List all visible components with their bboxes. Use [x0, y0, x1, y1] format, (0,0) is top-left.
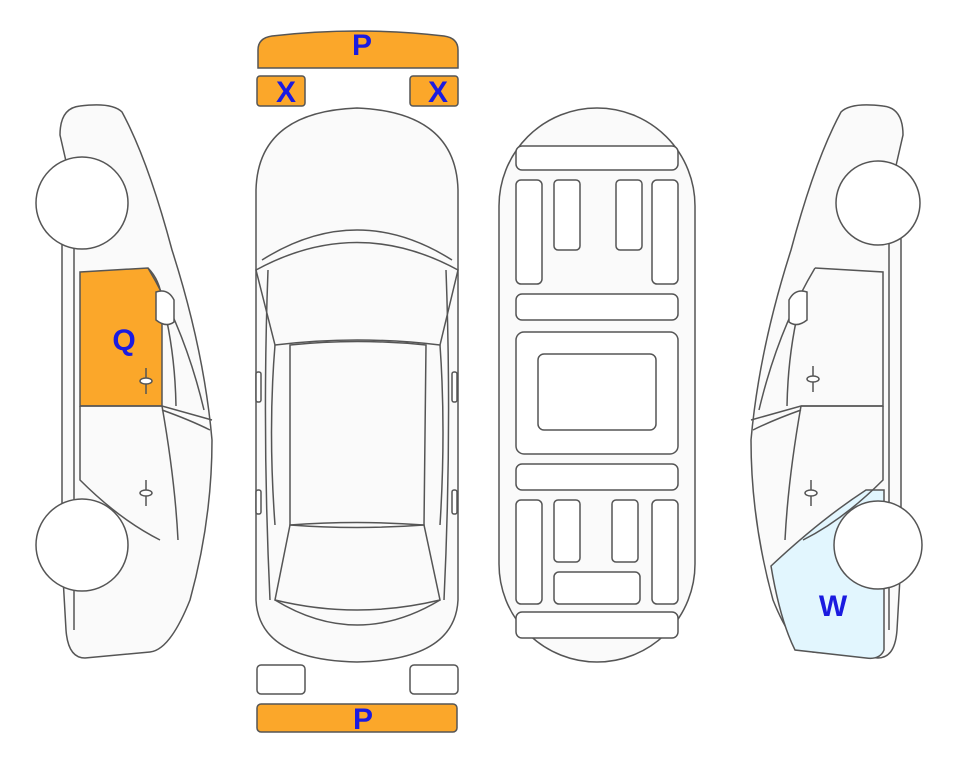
hood-line	[261, 229, 453, 261]
left-front-handle[interactable]	[139, 368, 153, 394]
top-view-windshield[interactable]	[255, 241, 459, 346]
underbody-front-bar	[515, 145, 679, 171]
right-rear-wheel[interactable]	[833, 500, 923, 590]
right-beltline	[752, 409, 802, 431]
underbody-rear-right-block	[611, 499, 639, 563]
rear-parts: P	[256, 664, 459, 736]
car-top-view	[255, 107, 459, 663]
right-rear-handle[interactable]	[804, 480, 818, 506]
left-rear-handle	[255, 489, 262, 515]
left-rear-wheel[interactable]	[35, 498, 129, 592]
underbody-center-panel	[537, 353, 657, 431]
left-lower-line	[161, 405, 179, 541]
right-rear-handle	[451, 489, 458, 515]
rear-left-light[interactable]	[256, 664, 306, 695]
front-bumper[interactable]	[257, 30, 459, 69]
underbody-rear-left-block	[553, 499, 581, 563]
left-rear-door-edge	[79, 406, 161, 541]
front-bumper-label: P	[352, 29, 372, 62]
underbody-front-right-block	[615, 179, 643, 251]
right-rear-door-edge	[802, 406, 884, 541]
top-view-body[interactable]	[255, 107, 459, 663]
left-front-wheel[interactable]	[35, 156, 129, 250]
underbody-front-left-block	[553, 179, 581, 251]
rear-right-light[interactable]	[409, 664, 459, 695]
right-front-wheel[interactable]	[835, 160, 921, 246]
front-right-light-label: X	[428, 76, 448, 109]
underbody-front-right-rail	[651, 179, 679, 285]
right-mirror-shape[interactable]	[788, 290, 808, 326]
rear-bumper[interactable]	[256, 703, 458, 733]
right-windshield-line	[758, 267, 816, 411]
front-left-light[interactable]	[256, 75, 306, 107]
car-right-side-view: W	[750, 104, 923, 660]
left-mirror[interactable]	[255, 371, 262, 403]
underbody-cross-bar-1	[515, 293, 679, 321]
underbody-rear-box	[553, 571, 641, 605]
car-underbody-view	[498, 107, 696, 663]
right-lower-line	[784, 405, 802, 541]
underbody-rear-right-rail	[651, 499, 679, 605]
left-mirror-shape[interactable]	[155, 290, 175, 326]
left-rear-handle[interactable]	[139, 480, 153, 506]
left-beltline	[161, 409, 211, 431]
front-right-light[interactable]	[409, 75, 459, 107]
left-side-line	[264, 269, 271, 601]
underbody-cross-bar-2	[515, 463, 679, 491]
underbody-front-left-rail	[515, 179, 543, 285]
trunk-line	[274, 599, 441, 626]
left-windshield-line	[147, 267, 205, 411]
underbody-rear-left-rail	[515, 499, 543, 605]
front-left-light-label: X	[276, 76, 296, 109]
right-front-handle[interactable]	[806, 366, 820, 392]
left-door-line	[270, 344, 276, 526]
car-left-side-view: Q	[35, 104, 213, 659]
rear-bumper-label: P	[353, 703, 373, 736]
right-side-line	[443, 269, 450, 601]
right-door-line	[439, 344, 444, 526]
left-front-door-label: Q	[112, 324, 135, 357]
underbody-rear-bar	[515, 611, 679, 639]
right-rear-quarter-label: W	[819, 590, 848, 623]
right-mirror[interactable]	[451, 371, 458, 403]
front-parts: P X X	[256, 29, 459, 109]
